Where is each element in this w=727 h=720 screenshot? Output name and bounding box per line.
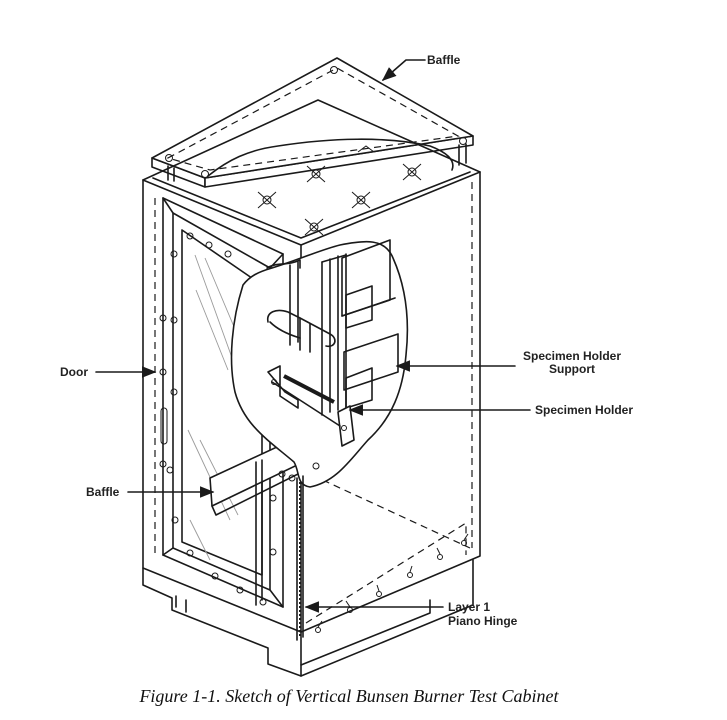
label-piano-hinge: Piano Hinge [448,614,518,628]
label-baffle-top: Baffle [427,53,461,67]
vent-marks [207,138,454,236]
door [159,197,284,608]
label-baffle-lower: Baffle [86,485,120,499]
label-layer-1: Layer 1 [448,600,490,614]
label-door: Door [60,365,88,379]
label-specimen-holder-support-2: Support [549,362,595,376]
floor-fasteners [305,521,469,633]
top-baffle-plate [151,57,474,188]
leader-lines [95,59,531,613]
cabinet-body [142,99,481,677]
piano-hinge [278,462,320,641]
figure-caption: Figure 1-1. Sketch of Vertical Bunsen Bu… [138,686,559,706]
cutaway-region [230,239,409,488]
label-specimen-holder: Specimen Holder [535,403,633,417]
label-specimen-holder-support-1: Specimen Holder [523,349,621,363]
